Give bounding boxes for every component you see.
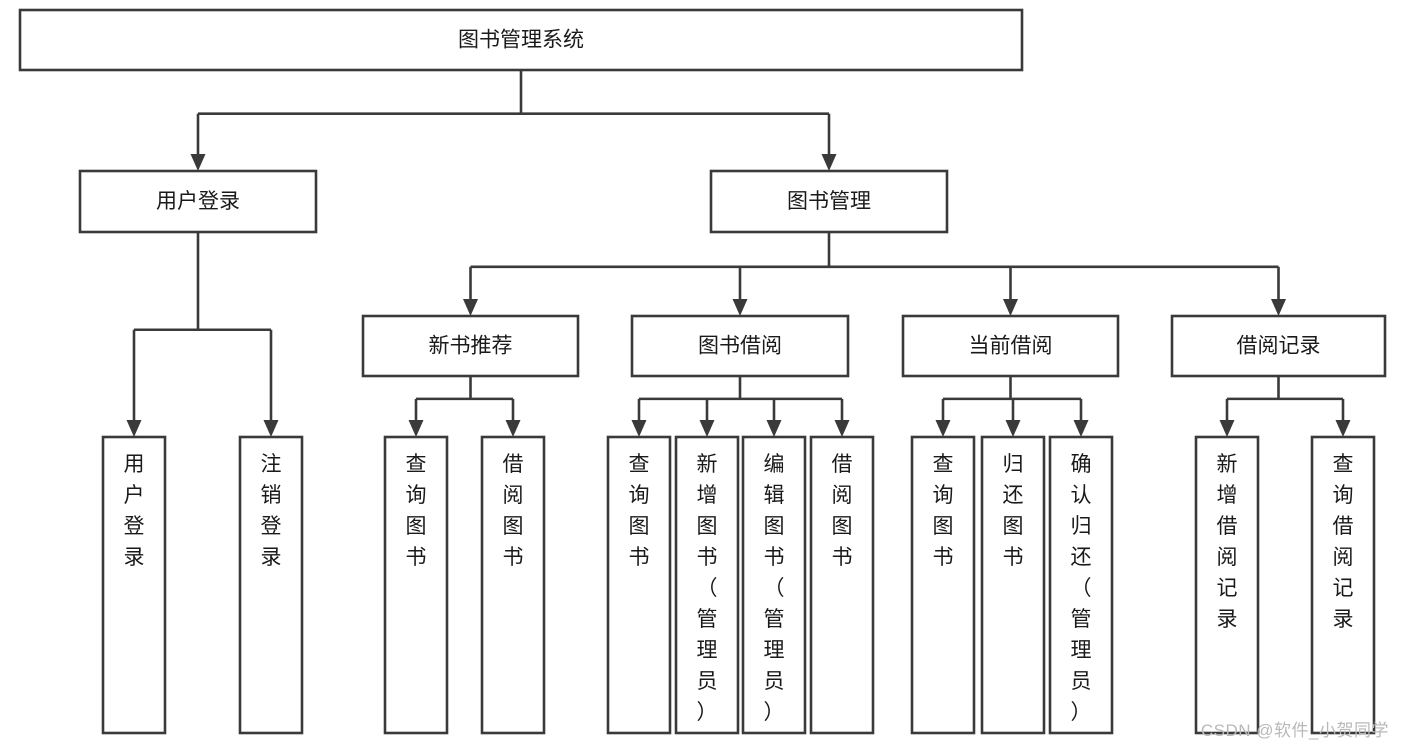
node-label: 查询借阅记录 [1333,453,1354,631]
arrow-head-icon [1073,420,1089,437]
node-label: 查询图书 [629,453,650,569]
arrow-head-icon [505,420,521,437]
node-label: 查询图书 [406,453,427,569]
arrow-head-icon [834,420,850,437]
node-label: 查询图书 [933,453,954,569]
arrow-head-icon [935,420,951,437]
node-label: 借阅记录 [1237,335,1321,358]
node-box [1048,435,1114,735]
node-label: 借阅图书 [503,453,524,569]
node-box [901,314,1120,378]
connector-layer [126,70,1351,437]
node-box [480,435,546,735]
node-box [383,435,449,735]
node-leaf-borrow-book-2[interactable]: 借阅图书 [809,435,875,735]
arrow-head-icon [1335,420,1351,437]
node-box [361,314,580,378]
node-leaf-query-book-1[interactable]: 查询图书 [383,435,449,735]
node-book-borrow[interactable]: 图书借阅 [630,314,850,378]
node-leaf-query-book-3[interactable]: 查询图书 [910,435,976,735]
node-box [709,169,949,234]
node-new-book-rec[interactable]: 新书推荐 [361,314,580,378]
node-leaf-borrow-book-1[interactable]: 借阅图书 [480,435,546,735]
node-current-borrow[interactable]: 当前借阅 [901,314,1120,378]
node-book-manage[interactable]: 图书管理 [709,169,949,234]
node-root[interactable]: 图书管理系统 [18,8,1024,72]
node-label: 用户登录 [156,190,240,213]
node-borrow-record[interactable]: 借阅记录 [1170,314,1387,378]
node-label: 图书管理 [787,190,871,213]
node-user-login[interactable]: 用户登录 [78,169,318,234]
node-label: 图书借阅 [698,335,782,358]
node-label: 新增图书（管理员） [697,453,718,724]
arrow-head-icon [1219,420,1235,437]
arrow-head-icon [263,420,279,437]
arrow-head-icon [631,420,647,437]
node-box [238,435,304,735]
node-box [606,435,672,735]
watermark-text: CSDN @软件_小贺同学 [1200,721,1389,740]
node-layer: 图书管理系统用户登录图书管理新书推荐图书借阅当前借阅借阅记录用户登录注销登录查询… [18,8,1387,735]
node-box [910,435,976,735]
node-leaf-return-book[interactable]: 归还图书 [980,435,1046,735]
node-box [1170,314,1387,378]
arrow-head-icon [1003,299,1018,316]
node-label: 注销登录 [261,453,282,569]
arrow-head-icon [766,420,782,437]
node-box [741,435,807,735]
node-label: 归还图书 [1003,453,1024,569]
node-label: 确认归还（管理员） [1071,453,1092,724]
node-label: 当前借阅 [969,335,1053,358]
node-label: 图书管理系统 [458,29,584,52]
arrow-head-icon [126,420,142,437]
node-leaf-add-book[interactable]: 新增图书（管理员） [674,435,740,735]
node-box [18,8,1024,72]
node-box [1194,435,1260,735]
arrow-head-icon [732,299,748,316]
node-leaf-user-login[interactable]: 用户登录 [101,435,167,735]
node-box [980,435,1046,735]
node-leaf-query-book-2[interactable]: 查询图书 [606,435,672,735]
arrow-head-icon [190,154,206,171]
node-leaf-add-record[interactable]: 新增借阅记录 [1194,435,1260,735]
arrow-head-icon [463,299,478,316]
node-box [78,169,318,234]
node-label: 新增借阅记录 [1217,453,1238,631]
arrow-head-icon [408,420,424,437]
arrow-head-icon [821,154,837,171]
node-leaf-confirm-return[interactable]: 确认归还（管理员） [1048,435,1114,735]
node-box [630,314,850,378]
arrow-head-icon [1005,420,1021,437]
node-box [101,435,167,735]
node-box [1310,435,1376,735]
node-box [809,435,875,735]
node-leaf-logout[interactable]: 注销登录 [238,435,304,735]
node-label: 编辑图书（管理员） [764,453,785,724]
arrow-head-icon [1271,299,1286,316]
node-label: 新书推荐 [429,335,513,358]
node-label: 借阅图书 [832,453,853,569]
arrow-head-icon [699,420,715,437]
node-leaf-query-record[interactable]: 查询借阅记录 [1310,435,1376,735]
node-label: 用户登录 [124,453,145,569]
node-box [674,435,740,735]
node-leaf-edit-book[interactable]: 编辑图书（管理员） [741,435,807,735]
